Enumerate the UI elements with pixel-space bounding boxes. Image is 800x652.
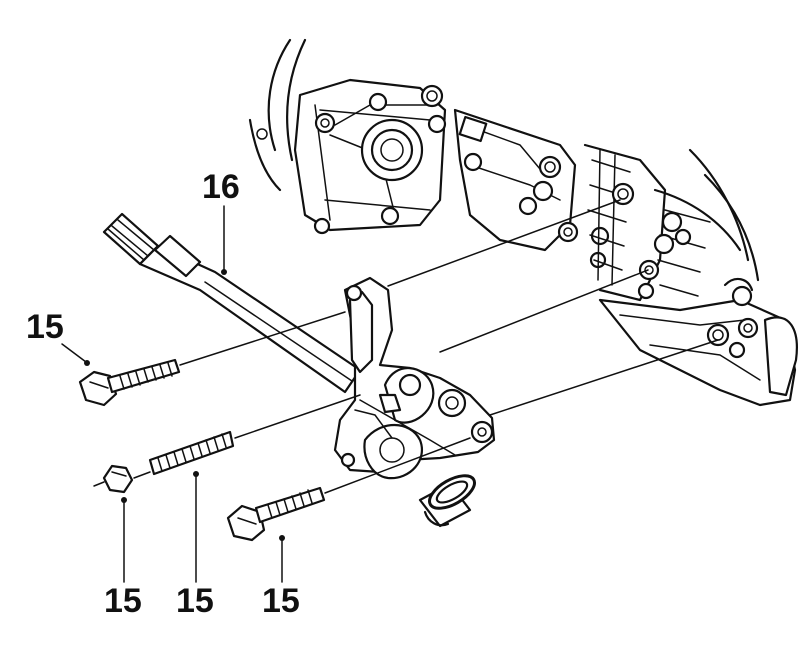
drive-shaft [102, 212, 362, 394]
nut [102, 464, 134, 494]
leader-lines [61, 205, 285, 583]
callout-15-nut: 15 [104, 582, 142, 620]
stud [148, 430, 235, 476]
callout-15-stud: 15 [176, 582, 214, 620]
callout-15-lower-bolt: 15 [262, 582, 300, 620]
transmission-housing [248, 38, 798, 407]
callout-15-upper-bolt: 15 [26, 308, 64, 346]
lower-bolt [226, 486, 326, 542]
bearing-bracket [333, 276, 496, 480]
alignment-lines [93, 199, 719, 494]
callout-16: 16 [202, 168, 240, 206]
bearing-bush [418, 474, 476, 528]
upper-bolt [78, 358, 181, 407]
